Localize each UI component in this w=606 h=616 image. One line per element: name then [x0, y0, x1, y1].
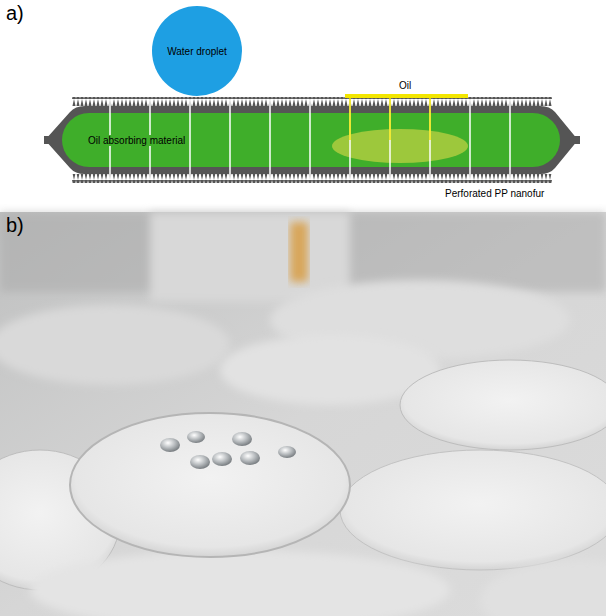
panel-label: a)	[6, 2, 24, 25]
water-droplet: Water droplet	[152, 6, 242, 96]
nanofur-pad	[44, 97, 580, 183]
node-label: Water droplet	[165, 46, 229, 57]
oil-absorbing-band: Oil absorbing material	[62, 113, 560, 167]
material-label: Perforated PP nanofur	[445, 188, 544, 199]
oil-label: Oil	[399, 80, 411, 91]
node-label: Oil absorbing material	[86, 135, 187, 146]
panel-label: b)	[6, 214, 24, 237]
photo	[0, 212, 606, 616]
